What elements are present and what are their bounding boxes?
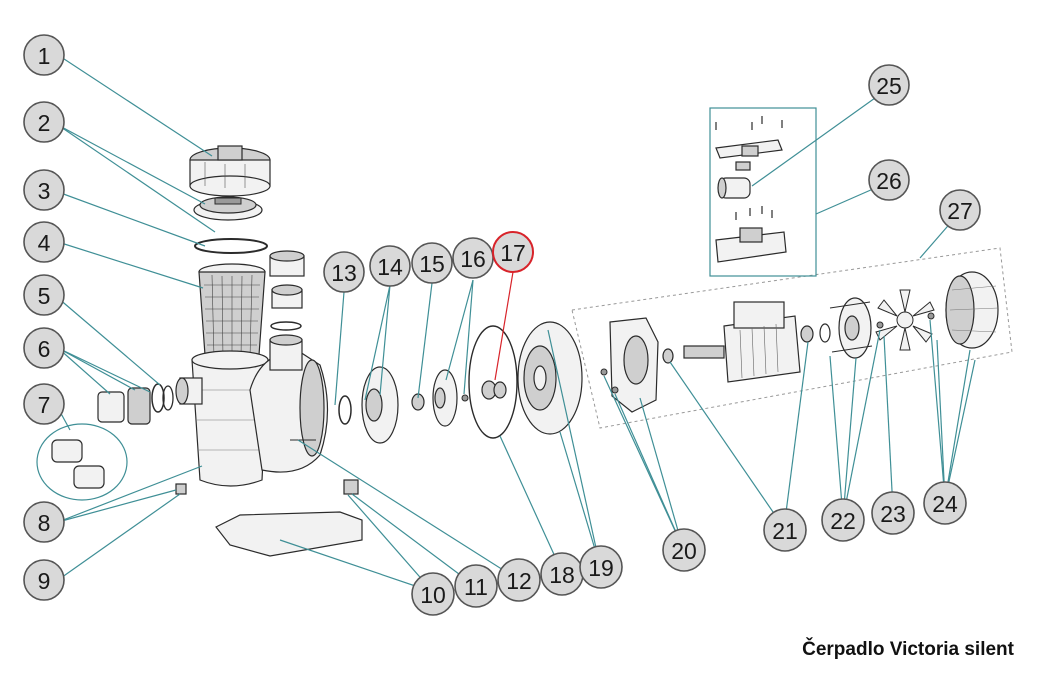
callout-1: 1: [23, 34, 65, 76]
svg-text:3: 3: [38, 178, 51, 204]
lid-cover: [193, 196, 263, 221]
callout-14: 14: [369, 245, 411, 287]
lid-ring: [189, 145, 271, 197]
callout-5: 5: [23, 274, 65, 316]
svg-text:19: 19: [588, 555, 614, 581]
svg-text:26: 26: [876, 168, 902, 194]
callout-24: 24: [923, 481, 967, 525]
callout-22: 22: [821, 498, 865, 542]
bearing-front: [662, 348, 674, 364]
pump-housing: [175, 334, 329, 487]
callout-8: 8: [23, 501, 65, 543]
svg-text:25: 25: [876, 73, 902, 99]
union-fittings-left: [97, 383, 174, 425]
callout-7: 7: [23, 383, 65, 425]
seal-plate-o-ring: [468, 325, 518, 439]
bearing-rear: [800, 325, 814, 343]
pump-base: [215, 511, 363, 557]
svg-text:27: 27: [947, 198, 973, 224]
svg-text:20: 20: [671, 538, 697, 564]
cooling-fan: [875, 289, 935, 351]
pump-illustration: [36, 107, 1013, 557]
strainer-basket: [198, 263, 266, 362]
callout-27: 27: [939, 189, 981, 231]
svg-text:17: 17: [500, 240, 526, 266]
callout-4: 4: [23, 221, 65, 263]
callout-15: 15: [411, 242, 453, 284]
svg-text:8: 8: [38, 510, 51, 536]
svg-text:12: 12: [506, 568, 532, 594]
svg-text:15: 15: [419, 251, 445, 277]
seal-plate: [517, 321, 583, 435]
callouts: 1 2 3 4 5 6 7 8 9 10 11 12 13 14 15 16 1…: [23, 34, 981, 616]
rear-end-cover: [829, 297, 884, 359]
callout-25: 25: [868, 64, 910, 106]
svg-text:14: 14: [377, 254, 403, 280]
diagram-caption: Čerpadlo Victoria silent: [802, 639, 1014, 660]
svg-text:11: 11: [464, 574, 488, 600]
svg-text:1: 1: [38, 43, 51, 69]
lid-o-ring: [194, 238, 268, 254]
leader-lines: [57, 54, 976, 593]
callout-21: 21: [763, 508, 807, 552]
svg-text:10: 10: [420, 582, 446, 608]
motor-assembly-outline: [571, 247, 1013, 429]
svg-text:16: 16: [460, 246, 486, 272]
svg-text:2: 2: [38, 110, 51, 136]
svg-text:9: 9: [38, 568, 51, 594]
terminal-box-kit: [709, 107, 817, 277]
adapter-pieces: [36, 423, 128, 501]
svg-text:6: 6: [38, 336, 51, 362]
impeller: [432, 369, 469, 427]
fan-cover: [945, 271, 999, 349]
drain-plug: [175, 483, 187, 495]
callout-6: 6: [23, 327, 65, 369]
callout-23: 23: [871, 491, 915, 535]
svg-text:22: 22: [830, 508, 856, 534]
callout-11: 11: [454, 564, 498, 608]
svg-text:18: 18: [549, 562, 575, 588]
svg-text:24: 24: [932, 491, 958, 517]
svg-text:21: 21: [772, 518, 798, 544]
callout-12: 12: [497, 558, 541, 602]
callout-17: 17: [492, 231, 534, 273]
union-fittings-top: [269, 250, 305, 331]
callout-2: 2: [23, 101, 65, 143]
mechanical-seal: [481, 380, 507, 400]
callout-3: 3: [23, 169, 65, 211]
callout-9: 9: [23, 559, 65, 601]
callout-18: 18: [540, 552, 584, 596]
svg-text:13: 13: [331, 260, 357, 286]
diffuser-o-ring: [338, 395, 352, 425]
svg-text:4: 4: [38, 230, 51, 256]
diffuser: [361, 366, 399, 444]
callout-10: 10: [411, 572, 455, 616]
callout-13: 13: [323, 251, 365, 293]
callout-19: 19: [579, 545, 623, 589]
callout-26: 26: [868, 159, 910, 201]
callout-20: 20: [662, 528, 706, 572]
svg-text:5: 5: [38, 283, 51, 309]
base-block: [343, 479, 359, 495]
svg-text:7: 7: [38, 392, 51, 418]
callout-16: 16: [452, 237, 494, 279]
motor-rotor-stator: [683, 301, 831, 383]
svg-text:23: 23: [880, 501, 906, 527]
motor-flange: [600, 317, 659, 413]
